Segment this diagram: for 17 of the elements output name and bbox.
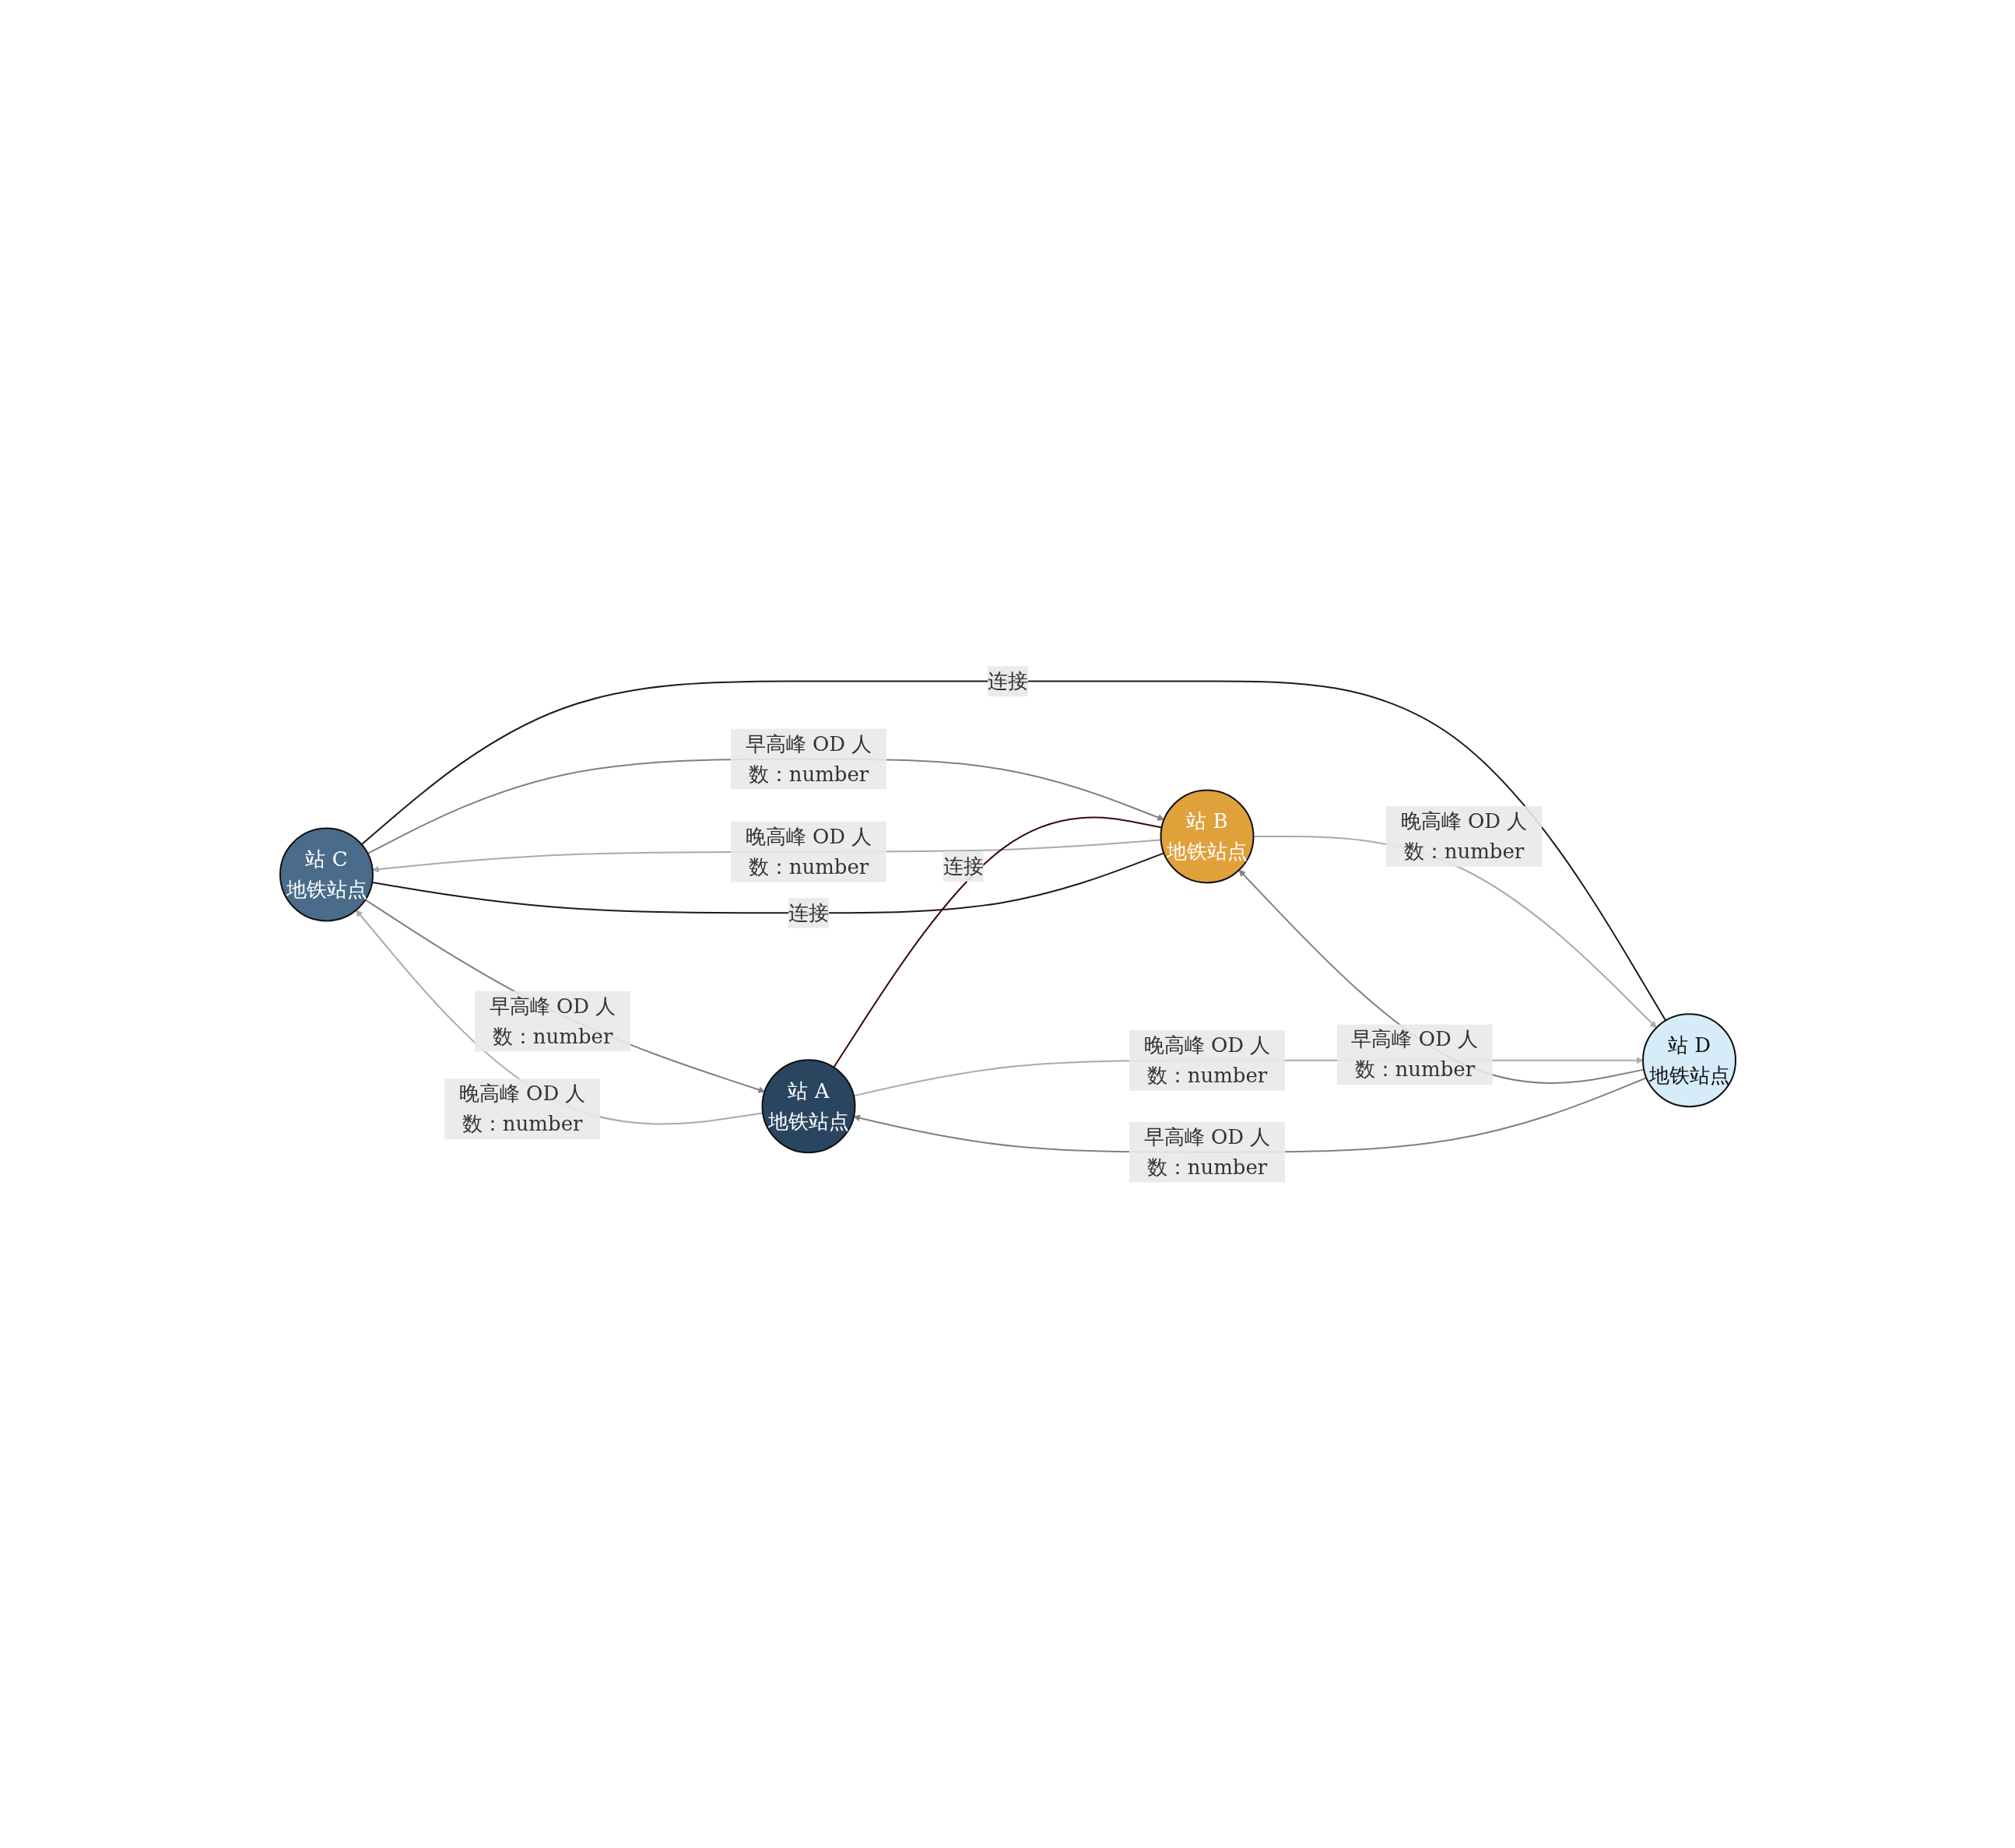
edge-label: 晚高峰 OD 人数：number — [745, 824, 872, 878]
node-circle: 站 A 地铁站点 — [761, 1058, 855, 1153]
arrow — [363, 899, 765, 1093]
edge-label: 早高峰 OD 人数：number — [1143, 1124, 1270, 1179]
edge-label: 晚高峰 OD 人数：number — [1143, 1033, 1270, 1087]
edge-label: 连接 — [788, 900, 829, 924]
edge-label: 早高峰 OD 人数：number — [489, 994, 616, 1048]
edge-label: 晚高峰 OD 人数：number — [1400, 808, 1527, 863]
node-circle: 站 B 地铁站点 — [1160, 789, 1254, 884]
edge-label: 早高峰 OD 人数：number — [1350, 1027, 1478, 1082]
connector — [360, 680, 1666, 1022]
node-circle: 站 D 地铁站点 — [1641, 1012, 1736, 1107]
edge-label: 连接 — [987, 668, 1028, 693]
edge-label: 晚高峰 OD 人数：number — [458, 1082, 585, 1136]
edge-label: 连接 — [943, 854, 984, 878]
node-circle: 站 C 地铁站点 — [279, 827, 374, 922]
edge-label: 早高峰 OD 人数：number — [745, 731, 872, 786]
